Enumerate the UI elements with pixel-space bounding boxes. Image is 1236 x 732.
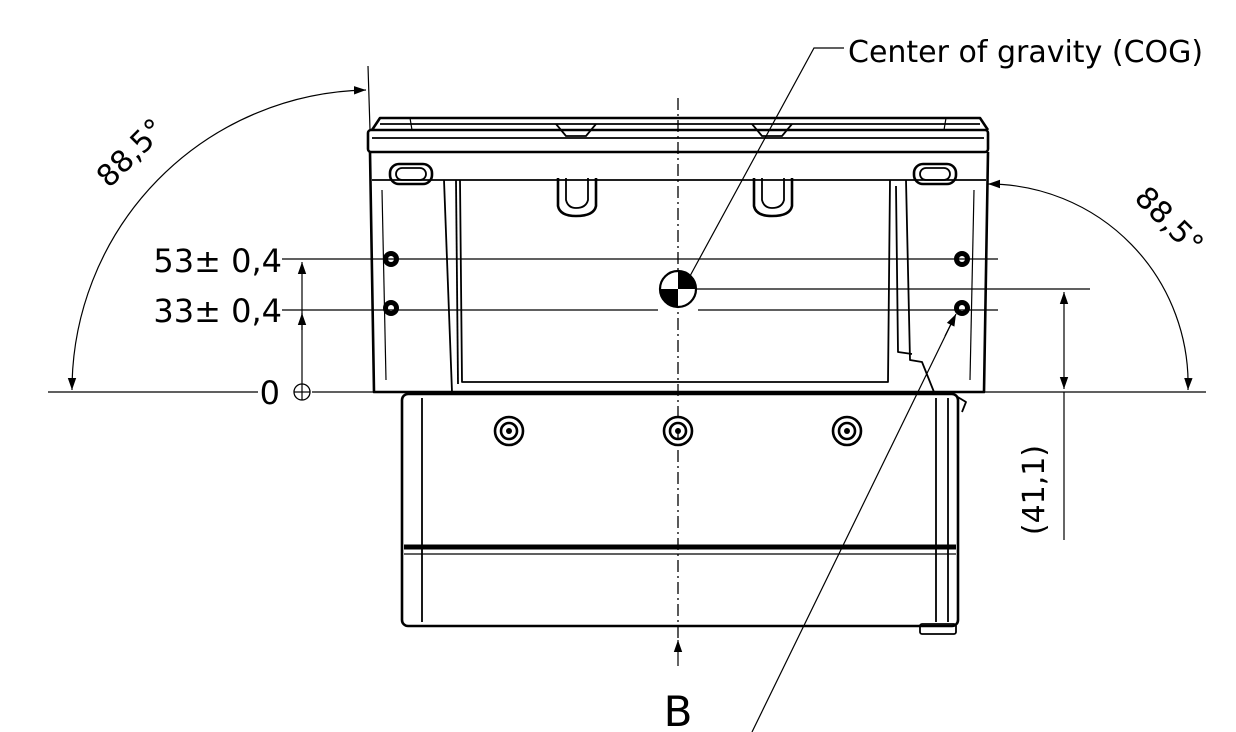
angle-right-label: 88,5° [1127,180,1210,263]
section-leader [751,317,955,732]
cog-label: Center of gravity (COG) [848,35,1203,70]
angle-right [987,179,1193,391]
dim-0-label: 0 [260,374,280,412]
cog-leader [689,47,844,277]
lower-screws [493,415,863,447]
dim-41-label: (41,1) [1017,445,1052,535]
cog-symbol [658,269,698,309]
view-b-label: B [664,687,693,732]
upper-housing [366,116,990,394]
angle-left [67,65,371,391]
vertical-dimension [293,262,311,401]
dim-33-label: 33± 0,4 [153,292,282,330]
lower-housing [400,392,967,635]
dim-53-label: 53± 0,4 [153,242,282,280]
angle-left-label: 88,5° [90,112,173,195]
